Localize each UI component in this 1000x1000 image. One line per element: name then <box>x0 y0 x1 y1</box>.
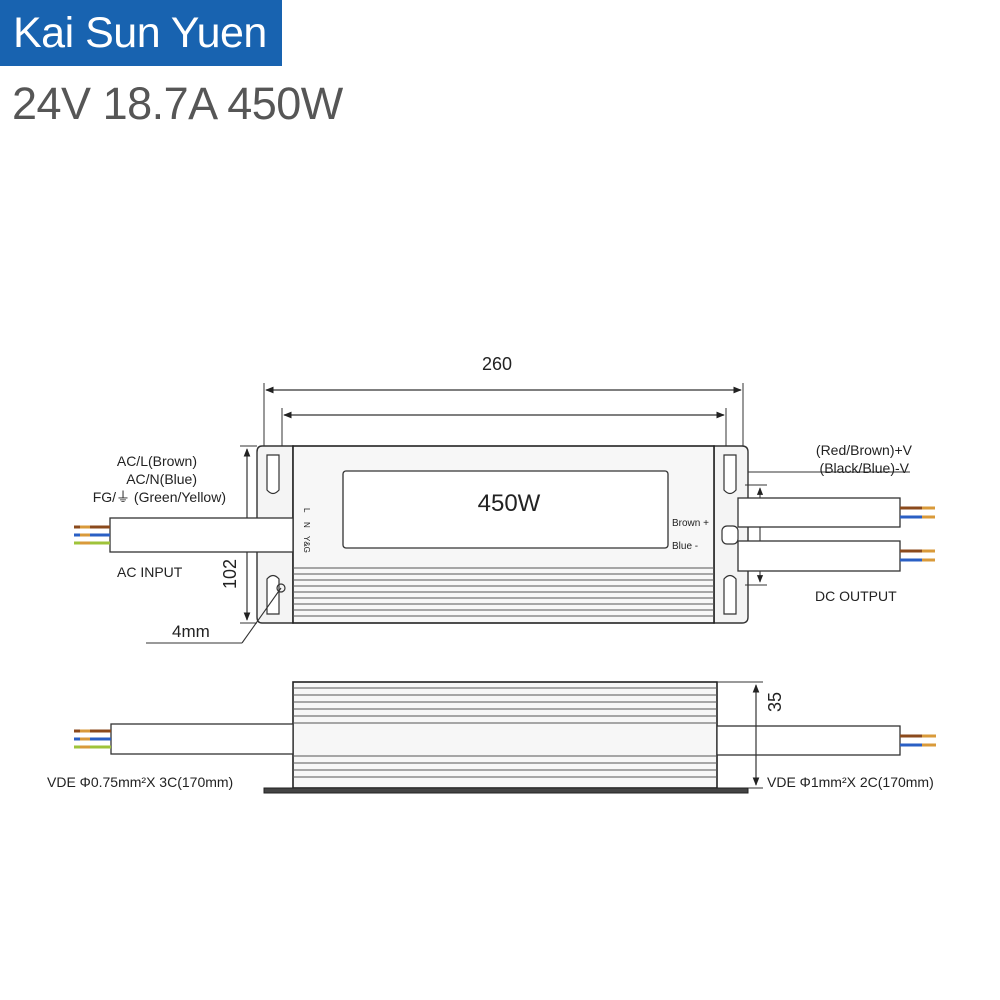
left-slot-top <box>266 454 280 495</box>
dim-width-label: 102 <box>220 559 240 589</box>
brand-name: Kai Sun Yuen <box>13 9 267 57</box>
side-view: 35 VDE Φ0.75mm²X 3C(170mm) VDE Φ1mm²X 2C… <box>47 681 936 794</box>
input-label-neutral: AC/N(Blue) <box>126 471 197 487</box>
pin-label-fg: Y&G <box>302 536 311 553</box>
pin-label-n: N <box>302 522 311 528</box>
psu-body-side <box>292 681 718 789</box>
dim-length-label: 260 <box>482 354 512 374</box>
right-slot-top <box>723 454 737 495</box>
label-panel-text: 450W <box>478 490 541 517</box>
dc-output-caption: DC OUTPUT <box>815 588 897 604</box>
ac-input-cable-side <box>74 723 294 755</box>
base-plate <box>263 787 749 794</box>
dc-output-cable-negative <box>737 540 935 572</box>
pin-label-l: L <box>302 508 311 513</box>
input-cable-spec: VDE Φ0.75mm²X 3C(170mm) <box>47 774 233 790</box>
ac-input-cable <box>74 517 294 553</box>
brand-banner: Kai Sun Yuen <box>0 0 282 66</box>
dc-output-cable-positive <box>737 497 935 528</box>
mounting-hole <box>276 583 286 593</box>
left-slot-bottom <box>266 574 280 615</box>
output-cable-spec: VDE Φ1mm²X 2C(170mm) <box>767 774 934 790</box>
hole-leader-line <box>241 587 282 644</box>
dc-output-cable-side <box>716 725 936 756</box>
output-label-positive-wire: (Red/Brown)+V <box>816 442 913 458</box>
input-label-line: AC/L(Brown) <box>117 453 197 469</box>
label-panel <box>342 470 669 549</box>
product-spec: 24V 18.7A 450W <box>12 78 343 129</box>
output-label-negative-wire: (Black/Blue)-V <box>820 460 910 476</box>
right-slot-bottom <box>723 574 737 615</box>
ac-input-caption: AC INPUT <box>117 564 183 580</box>
heatsink-fins-top <box>293 567 714 617</box>
output-cable-clip <box>721 525 739 545</box>
dim-height-label: 35 <box>765 692 785 712</box>
output-label-positive: Brown + <box>672 518 709 529</box>
heatsink-fins-side <box>293 687 717 778</box>
output-label-negative: Blue - <box>672 541 698 552</box>
top-view: 260 450W L N Y&G Brown + Blue - <box>74 354 935 644</box>
dim-hole-label: 4mm <box>172 622 210 641</box>
input-label-ground: FG/⏚ (Green/Yellow) <box>93 489 226 505</box>
